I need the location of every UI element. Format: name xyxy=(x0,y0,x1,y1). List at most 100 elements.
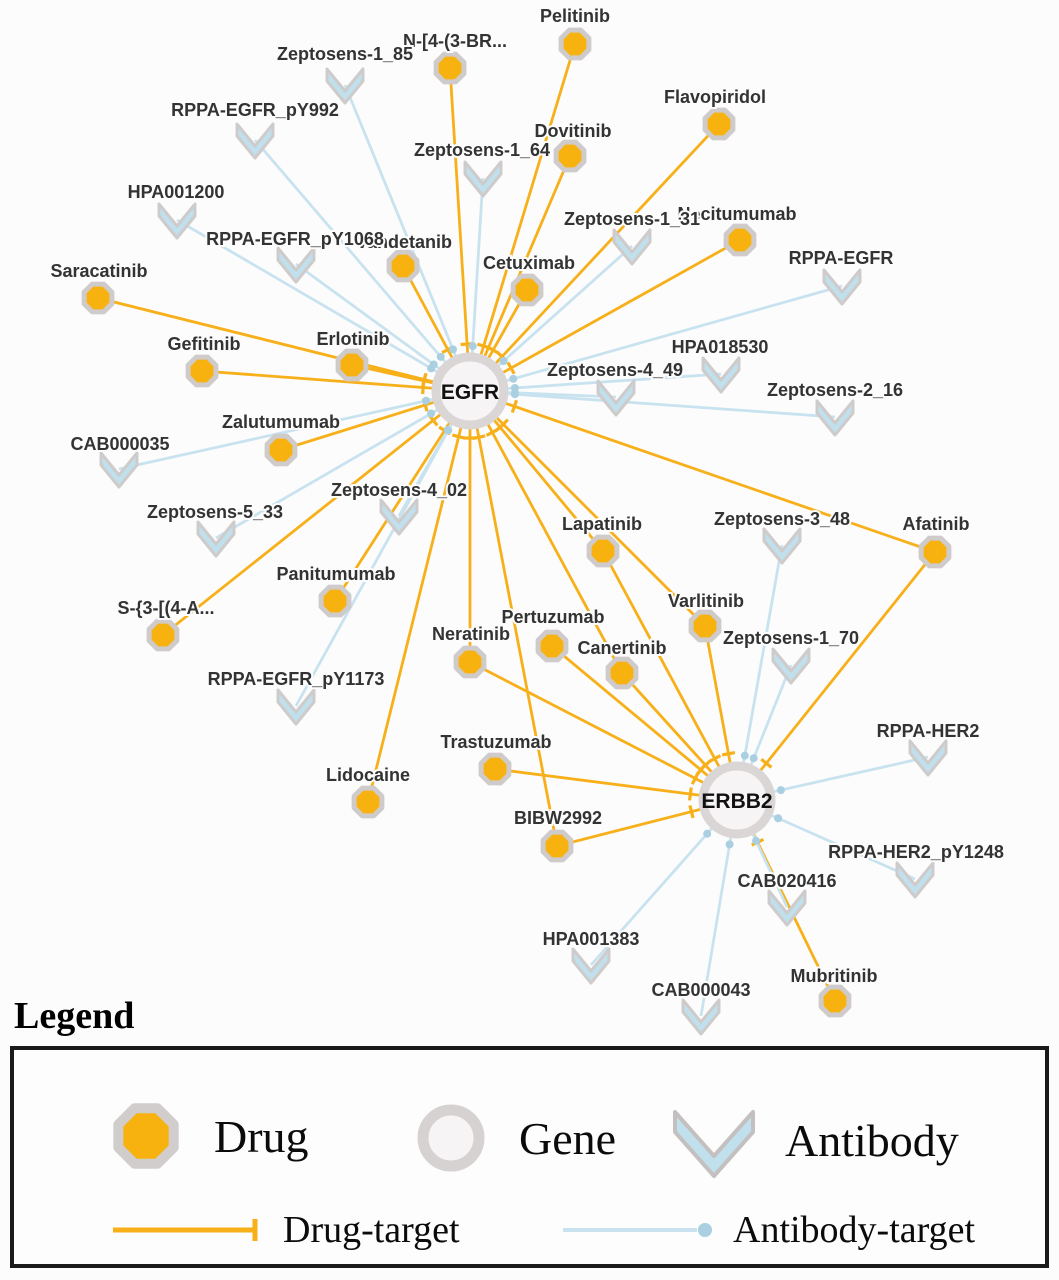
node-label-saracatinib: Saracatinib xyxy=(50,261,147,281)
edge-end-dot xyxy=(422,396,431,405)
antibody-node-cab020416 xyxy=(767,889,807,927)
inhibit-bar xyxy=(506,361,516,375)
legend-item-antibody-target: Antibody-target xyxy=(559,1208,975,1252)
drug-node-canertinib xyxy=(605,656,639,690)
edge-antibody-cab000035-egfr xyxy=(118,389,471,471)
node-label-pelitinib: Pelitinib xyxy=(540,6,610,26)
drug-icon xyxy=(113,1103,179,1169)
node-label-canertinib: Canertinib xyxy=(577,638,666,658)
legend-drug-target-label: Drug-target xyxy=(283,1209,460,1251)
edge-drug-panitumumab-egfr xyxy=(333,390,472,602)
node-label-mubritinib: Mubritinib xyxy=(791,966,878,986)
edge-drug-s-3-4-a-egfr xyxy=(162,389,471,637)
inhibit-bar xyxy=(486,345,500,355)
edge-drug-afatinib-egfr xyxy=(469,389,936,554)
node-label-zeptosens-4-02: Zeptosens-4_02 xyxy=(331,480,467,500)
antibody-node-cab000035 xyxy=(99,451,139,489)
inhibit-bar xyxy=(687,787,693,801)
node-label-zeptosens-2-16: Zeptosens-2_16 xyxy=(767,380,903,400)
edge-end-dot xyxy=(703,829,712,838)
edge-end-dot xyxy=(725,840,734,849)
drug-node-mubritinib xyxy=(818,984,852,1018)
drug-node-cetuximab xyxy=(510,273,544,307)
node-label-zeptosens-5-33: Zeptosens-5_33 xyxy=(147,502,283,522)
inhibit-bar xyxy=(510,399,519,414)
node-label-afatinib: Afatinib xyxy=(903,514,970,534)
edge-end-dot xyxy=(510,390,519,399)
node-label-rppa-egfr-py1068: RPPA-EGFR_pY1068 xyxy=(206,229,384,249)
node-label-trastuzumab: Trastuzumab xyxy=(440,732,551,752)
node-label-lidocaine: Lidocaine xyxy=(326,765,410,785)
antibody-node-rppa-her2-py1248 xyxy=(895,861,935,899)
node-label-rppa-egfr: RPPA-EGFR xyxy=(789,248,894,268)
node-label-zeptosens-1-64: Zeptosens-1_64 xyxy=(414,140,550,160)
edges-layer xyxy=(97,43,937,1017)
legend-antibody-target-label: Antibody-target xyxy=(733,1209,976,1251)
antibody-node-rppa-egfr xyxy=(822,268,862,306)
node-label-cab020416: CAB020416 xyxy=(737,871,836,891)
drug-node-lapatinib xyxy=(586,534,620,568)
drug-node-afatinib xyxy=(918,535,952,569)
node-label-zalutumumab: Zalutumumab xyxy=(222,412,340,432)
legend-item-drug: Drug xyxy=(104,1094,309,1178)
edge-antibody-hpa001200-egfr xyxy=(176,218,471,393)
legend-gene-label: Gene xyxy=(519,1112,617,1164)
edge-end-dot xyxy=(752,836,761,845)
node-label-rppa-her2: RPPA-HER2 xyxy=(877,721,980,741)
edge-antibody-rppa-egfr-py1173-egfr xyxy=(294,390,472,707)
legend-box: Drug Gene Antibody Drug-target xyxy=(10,1046,1049,1268)
edge-drug-flavopiridol-egfr xyxy=(468,123,721,392)
edge-end-dot xyxy=(427,409,436,418)
edge-end-dot xyxy=(429,360,438,369)
edge-drug-n-4-3-br-egfr xyxy=(448,67,472,392)
antibody-node-rppa-egfr-py1173 xyxy=(276,688,316,726)
antibody-node-hpa001200 xyxy=(157,202,197,240)
edge-end-dot xyxy=(448,345,457,354)
drug-node-flavopiridol xyxy=(702,107,736,141)
node-label-zeptosens-4-49: Zeptosens-4_49 xyxy=(547,360,683,380)
node-label-rppa-egfr-py1173: RPPA-EGFR_pY1173 xyxy=(208,669,385,689)
antibody-target-edge-icon xyxy=(563,1223,712,1237)
edge-end-dot xyxy=(444,426,453,435)
node-label-cetuximab: Cetuximab xyxy=(483,253,575,273)
node-label-lapatinib: Lapatinib xyxy=(562,514,642,534)
node-label-s-3-4-a: S-{3-[(4-A... xyxy=(117,598,214,618)
nodes-layer xyxy=(81,27,952,1036)
antibody-node-zeptosens-3-48 xyxy=(762,527,802,565)
antibody-node-zeptosens-1-31 xyxy=(612,228,652,266)
antibody-node-rppa-egfr-py1068 xyxy=(276,246,316,284)
edge-end-dot xyxy=(499,356,508,365)
legend-item-drug-target: Drug-target xyxy=(109,1208,460,1252)
node-label-necitumumab: Necitumumab xyxy=(677,204,796,224)
edge-drug-pertuzumab-erbb2 xyxy=(551,644,738,802)
node-label-zeptosens-1-85: Zeptosens-1_85 xyxy=(277,44,413,64)
edge-drug-pelitinib-egfr xyxy=(468,43,577,392)
drug-node-bibw2992 xyxy=(540,829,574,863)
drug-node-gefitinib xyxy=(185,354,219,388)
node-label-n-4-3-br: N-[4-(3-BR... xyxy=(403,31,507,51)
drug-node-necitumumab xyxy=(723,223,757,257)
edge-end-dot xyxy=(776,786,785,795)
antibody-node-rppa-her2 xyxy=(908,739,948,777)
edge-end-dot xyxy=(436,352,445,361)
drug-node-n-4-3-br xyxy=(433,51,467,85)
edge-end-dot xyxy=(774,814,783,823)
node-label-panitumumab: Panitumumab xyxy=(276,564,395,584)
inhibit-bar xyxy=(451,433,466,440)
node-label-rppa-her2-py1248: RPPA-HER2_pY1248 xyxy=(828,842,1004,862)
node-label-hpa001383: HPA001383 xyxy=(543,929,640,949)
inhibit-bar xyxy=(472,434,486,440)
edge-drug-afatinib-erbb2 xyxy=(735,551,937,801)
legend-item-gene: Gene xyxy=(409,1096,616,1180)
antibody-node-cab000043 xyxy=(681,998,721,1036)
edge-antibody-zeptosens-1-85-egfr xyxy=(343,84,472,392)
edge-end-dot xyxy=(749,754,758,763)
node-label-varlitinib: Varlitinib xyxy=(668,591,744,611)
antibody-node-zeptosens-4-02 xyxy=(379,498,419,536)
edge-antibody-rppa-egfr-py992-egfr xyxy=(253,139,472,392)
node-label-hpa018530: HPA018530 xyxy=(672,337,769,357)
node-label-cab000043: CAB000043 xyxy=(651,980,750,1000)
node-label-pertuzumab: Pertuzumab xyxy=(501,607,604,627)
